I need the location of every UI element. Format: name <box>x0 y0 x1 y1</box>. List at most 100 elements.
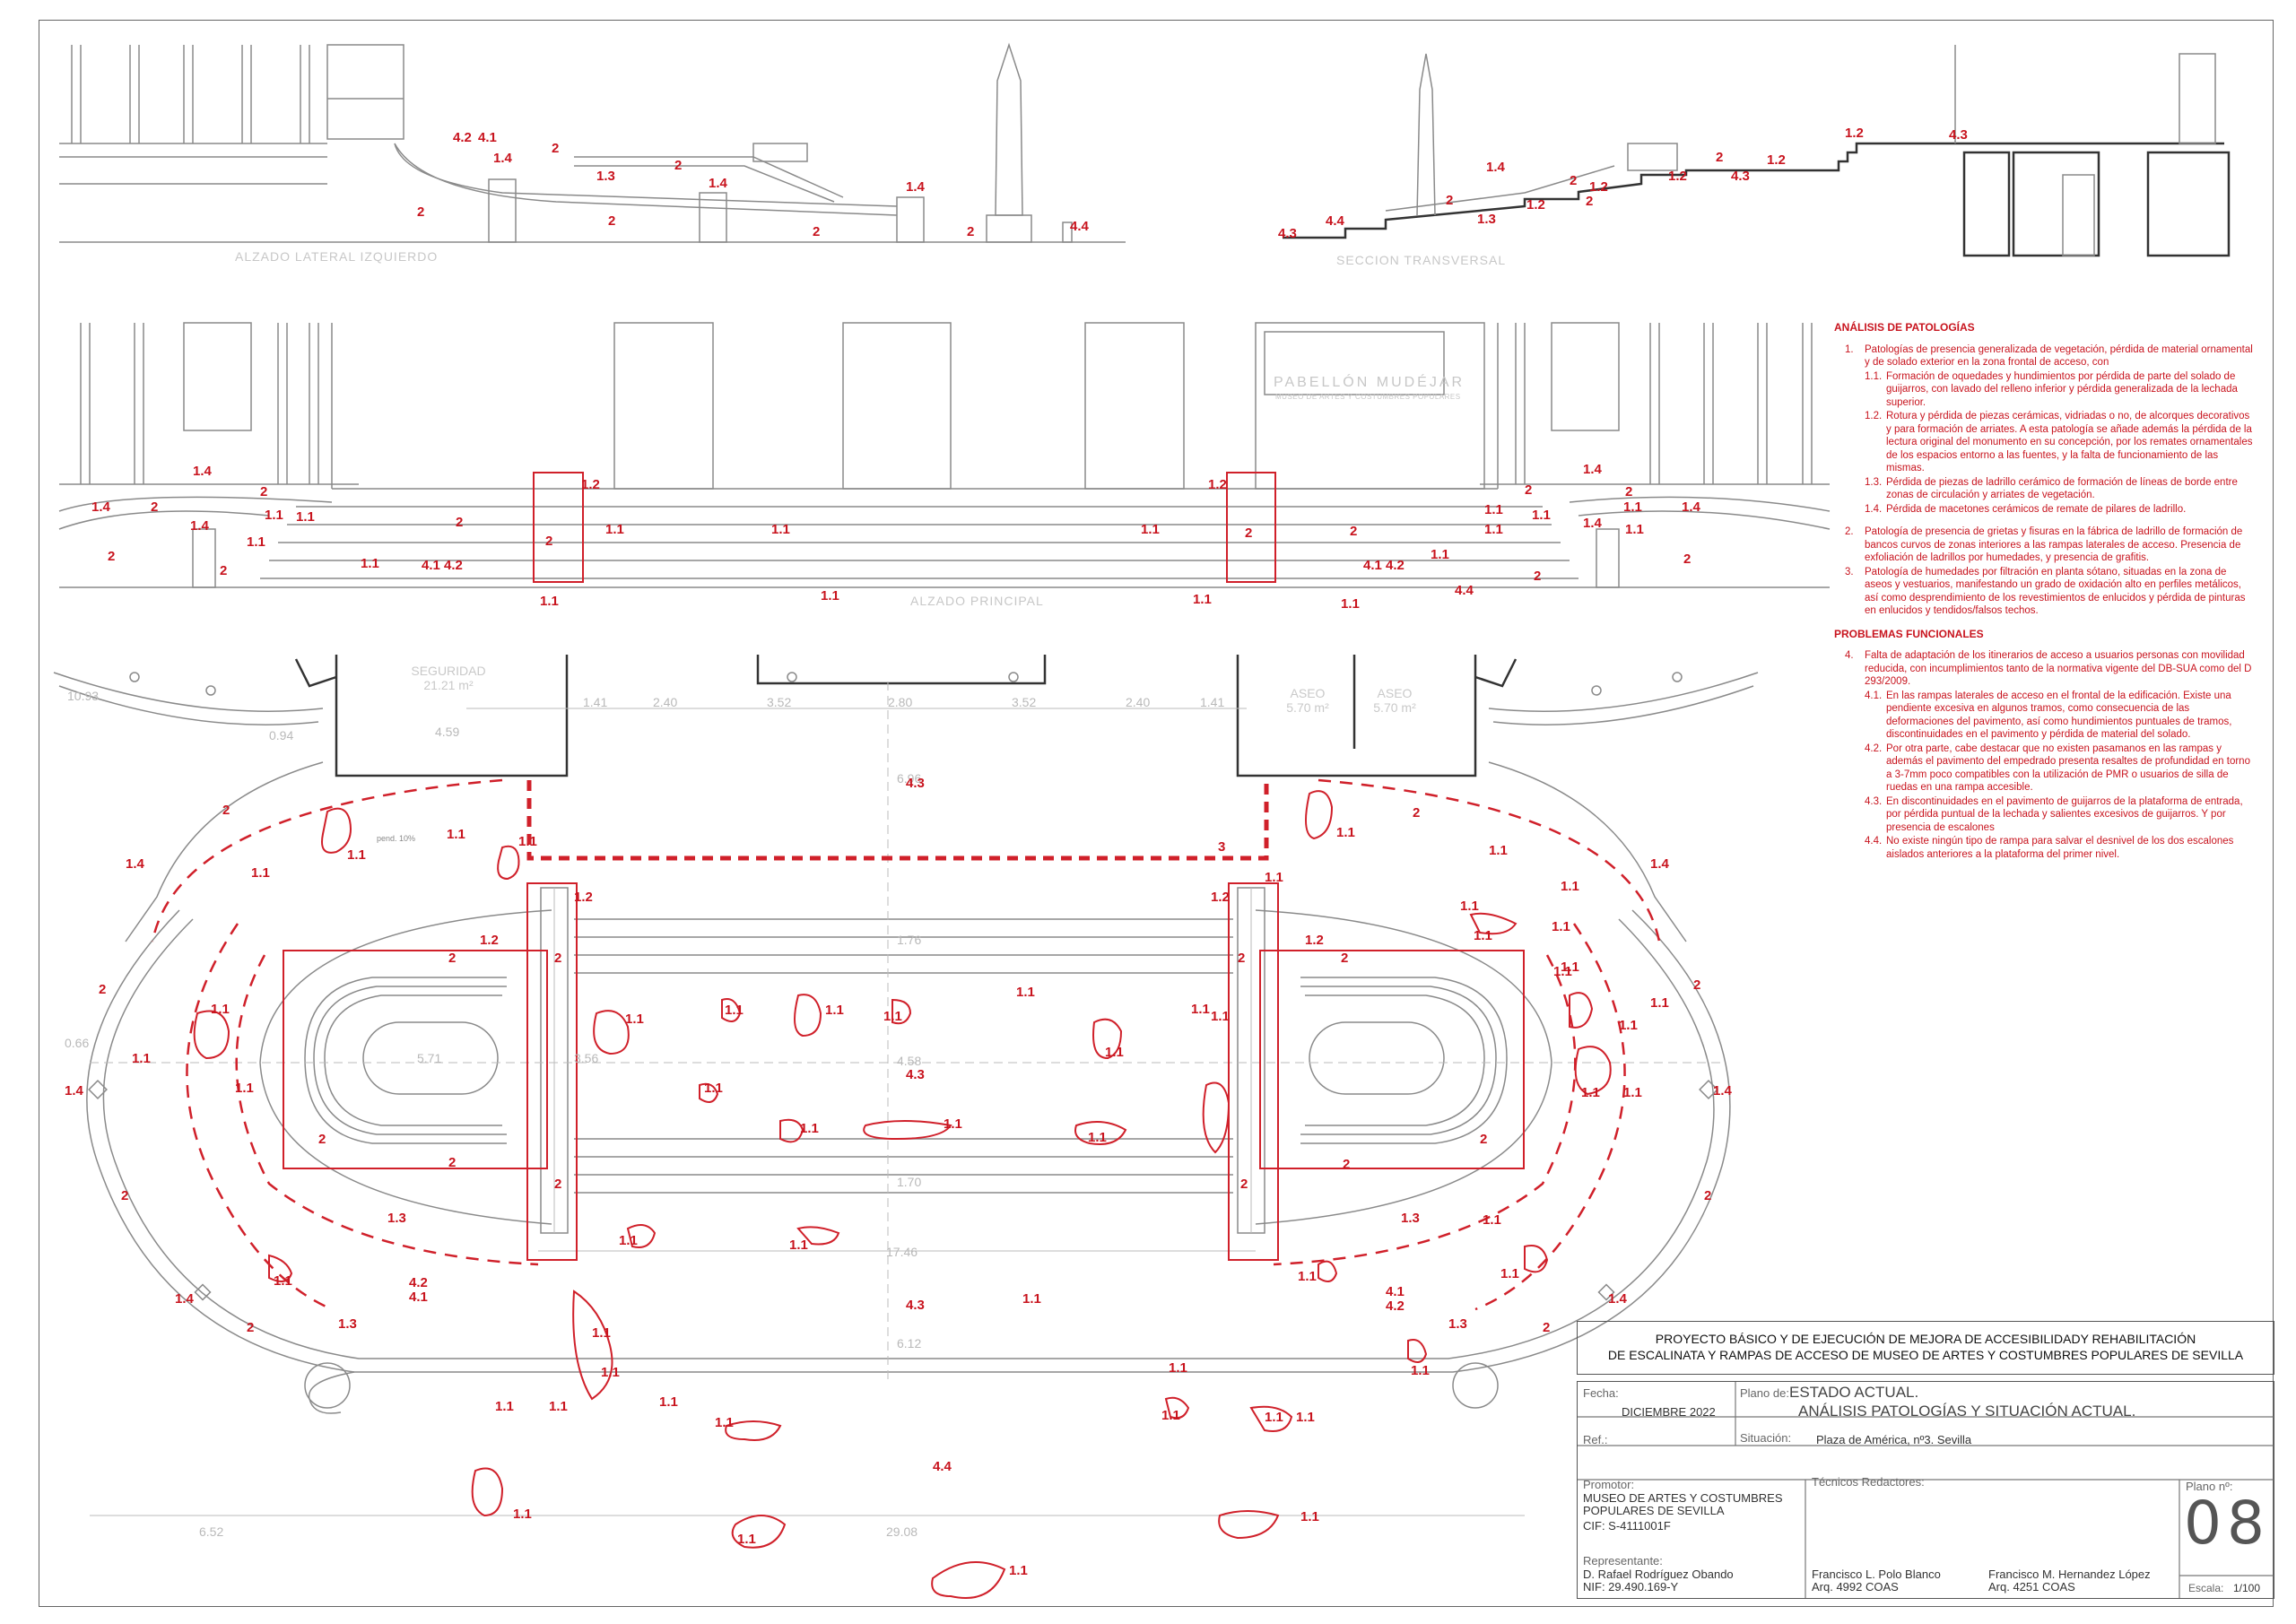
label: 1.1 <box>447 827 465 842</box>
label: 1.1 <box>132 1051 151 1066</box>
note-1-3: 1.3.Pérdida de piezas de ladrillo cerámi… <box>1865 476 2238 501</box>
label: 1.2 <box>581 477 600 492</box>
note-4-1: 4.1.En las rampas laterales de acceso en… <box>1865 690 2232 741</box>
label: 1.1 <box>1561 879 1579 894</box>
note-1: 1.Patologías de presencia generalizada d… <box>1845 343 2253 369</box>
label: 1.1 <box>704 1081 723 1096</box>
note-4-3: 4.3.En discontinuidades en el pavimento … <box>1865 795 2243 833</box>
label: 2 <box>1586 194 1594 209</box>
dim: 6.52 <box>199 1524 224 1539</box>
tecnicos-label: Técnicos Redactores: <box>1812 1475 1925 1489</box>
label: 1.1 <box>659 1394 678 1410</box>
plano-n-label: Plano nº: <box>2186 1480 2233 1493</box>
dim: 0.66 <box>65 1036 90 1050</box>
note-1-1: 1.1.Formación de oquedades y hundimiento… <box>1865 370 2238 408</box>
label: 1.1 <box>1088 1130 1107 1145</box>
label: 1.2 <box>1526 197 1545 213</box>
lateral-columns <box>71 45 310 143</box>
heading-problemas: PROBLEMAS FUNCIONALES <box>1834 627 1984 640</box>
label: 2 <box>220 563 228 578</box>
label: 1.1 <box>1169 1360 1187 1376</box>
situacion-value: Plaza de América, nº3. Sevilla <box>1816 1433 1972 1446</box>
label: 1.1 <box>1016 985 1035 1000</box>
label: 4.3 <box>1278 226 1297 241</box>
dim: pend. 10% <box>377 834 416 843</box>
label: 1.1 <box>247 534 265 550</box>
vegetation-blobs <box>193 790 1612 1599</box>
tecnico-2-arq: Arq. 4251 COAS <box>1988 1580 2075 1594</box>
label: 2 <box>813 224 821 239</box>
plano-de-label: Plano de: <box>1740 1386 1789 1400</box>
note-2: 2.Patología de presencia de grietas y fi… <box>1845 526 2243 563</box>
label: 4.1 4.2 <box>422 558 463 573</box>
fecha-value: DICIEMBRE 2022 <box>1622 1405 1716 1419</box>
label: 1.1 <box>1411 1363 1430 1378</box>
principal-left-columns <box>80 322 319 484</box>
principal-stairs <box>260 506 1578 579</box>
label: 1.1 <box>1623 1085 1642 1100</box>
label: 2 <box>1341 951 1349 966</box>
label: 1.2 <box>1305 933 1324 948</box>
heading-analisis: ANÁLISIS DE PATOLOGÍAS <box>1834 321 1975 334</box>
representante-name: D. Rafael Rodríguez Obando <box>1583 1568 1734 1581</box>
label: 2 <box>1343 1157 1351 1172</box>
caption-seccion: SECCION TRANSVERSAL <box>1336 253 1507 267</box>
dim: 3.56 <box>574 1051 599 1065</box>
label: 1.1 <box>1553 964 1572 979</box>
label: 1.1 <box>265 508 283 523</box>
note-3: 3.Patología de humedades por filtración … <box>1845 566 2246 617</box>
note-4-4: 4.4.No existe ningún tipo de rampa para … <box>1865 836 2234 860</box>
label: 2 <box>1534 569 1542 584</box>
nif: NIF: 29.490.169-Y <box>1583 1580 1679 1594</box>
label: 2 <box>108 549 116 564</box>
label: 2 <box>448 951 457 966</box>
label: 1.1 <box>1650 995 1669 1011</box>
label: 1.2 <box>574 890 593 905</box>
label: 1.1 <box>1460 899 1479 914</box>
escala-label: Escala: <box>2188 1582 2224 1594</box>
label: 1.1 <box>274 1273 292 1289</box>
label: 1.1 <box>1336 825 1355 840</box>
label: 1.4 <box>1583 462 1602 477</box>
label: 2 <box>554 951 562 966</box>
label: 1.4 <box>1608 1291 1627 1307</box>
label: 1.1 <box>1161 1408 1180 1423</box>
label: 2 <box>1446 193 1454 208</box>
dim: 2.40 <box>1126 695 1151 709</box>
tecnico-2-name: Francisco M. Hernandez López <box>1988 1568 2151 1581</box>
note-4-2: 4.2.Por otra parte, cabe destacar que no… <box>1865 743 2250 794</box>
note-1-4: 1.4.Pérdida de macetones cerámicos de re… <box>1865 503 2187 515</box>
label: 2 <box>448 1155 457 1170</box>
label: 1.1 <box>771 522 790 537</box>
title-block <box>1577 1381 2274 1599</box>
label: 4.3 <box>1949 127 1968 143</box>
label: 1.1 <box>1193 592 1212 607</box>
label: 2 <box>545 534 553 549</box>
label: 1.1 <box>296 509 315 525</box>
label: 1.1 <box>789 1238 808 1253</box>
label: 2 <box>608 213 616 229</box>
ref-label: Ref.: <box>1583 1433 1608 1446</box>
alzado-principal-drawing <box>58 322 1831 588</box>
label: 1.1 <box>1009 1563 1028 1578</box>
planta-drawing <box>53 655 1759 1599</box>
dim: 10.93 <box>67 689 100 703</box>
label: 1.4 <box>1650 856 1669 872</box>
dim: 1.70 <box>897 1175 922 1189</box>
label: 1.4 <box>1682 499 1700 515</box>
label: 2 <box>552 141 560 156</box>
label: 1.1 <box>944 1116 962 1132</box>
label: 4.2 <box>453 130 472 145</box>
label: 1.1 <box>211 1002 230 1017</box>
label: 1.1 <box>1484 522 1503 537</box>
label: 1.4 <box>91 499 110 515</box>
label: 2 <box>554 1177 562 1192</box>
label: 1.2 <box>1767 152 1786 168</box>
label: 4.1 <box>1386 1284 1405 1299</box>
project-title-line1: PROYECTO BÁSICO Y DE EJECUCIÓN DE MEJORA… <box>1655 1332 2196 1346</box>
label: 4.3 <box>906 776 925 791</box>
label: 2 <box>247 1320 255 1335</box>
label: 1.1 <box>1532 508 1551 523</box>
label: 1.1 <box>1265 870 1283 885</box>
